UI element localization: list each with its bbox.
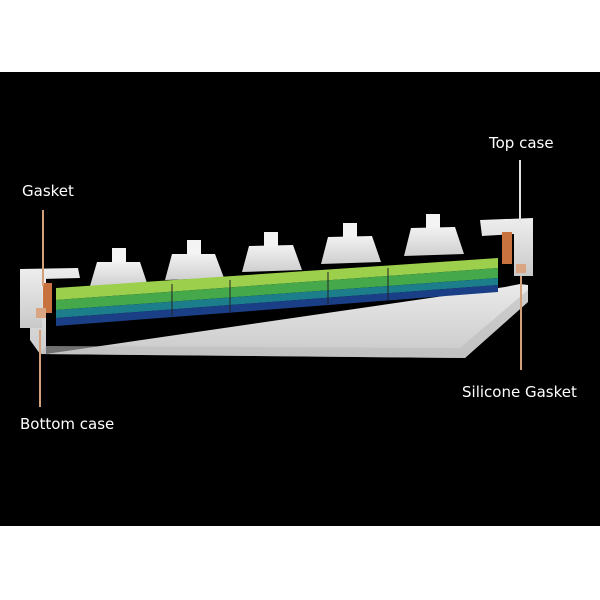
keyboard-cross-section	[20, 160, 533, 407]
right-silicone-gasket	[516, 264, 526, 273]
right-gasket	[502, 232, 512, 264]
bottom-case-shape	[30, 276, 528, 358]
switch-4	[321, 223, 381, 264]
left-top-case	[20, 268, 80, 328]
switch-3	[242, 232, 302, 272]
switch-5	[404, 214, 464, 256]
switch-row	[90, 214, 464, 286]
top-case-label: Top case	[489, 134, 554, 152]
left-gasket-lower	[36, 308, 46, 318]
switch-2	[165, 240, 224, 280]
left-gasket	[43, 283, 52, 313]
bottom-case-shadow	[40, 290, 528, 358]
right-top-case	[480, 218, 533, 276]
silicone-gasket-label: Silicone Gasket	[462, 383, 577, 401]
diagram-canvas: Gasket Bottom case Top case Silicone Gas…	[0, 72, 600, 526]
bottom-case-label: Bottom case	[20, 415, 115, 433]
plate-pcb-stack	[56, 258, 498, 326]
switch-1	[90, 248, 148, 286]
gasket-label: Gasket	[22, 182, 74, 200]
